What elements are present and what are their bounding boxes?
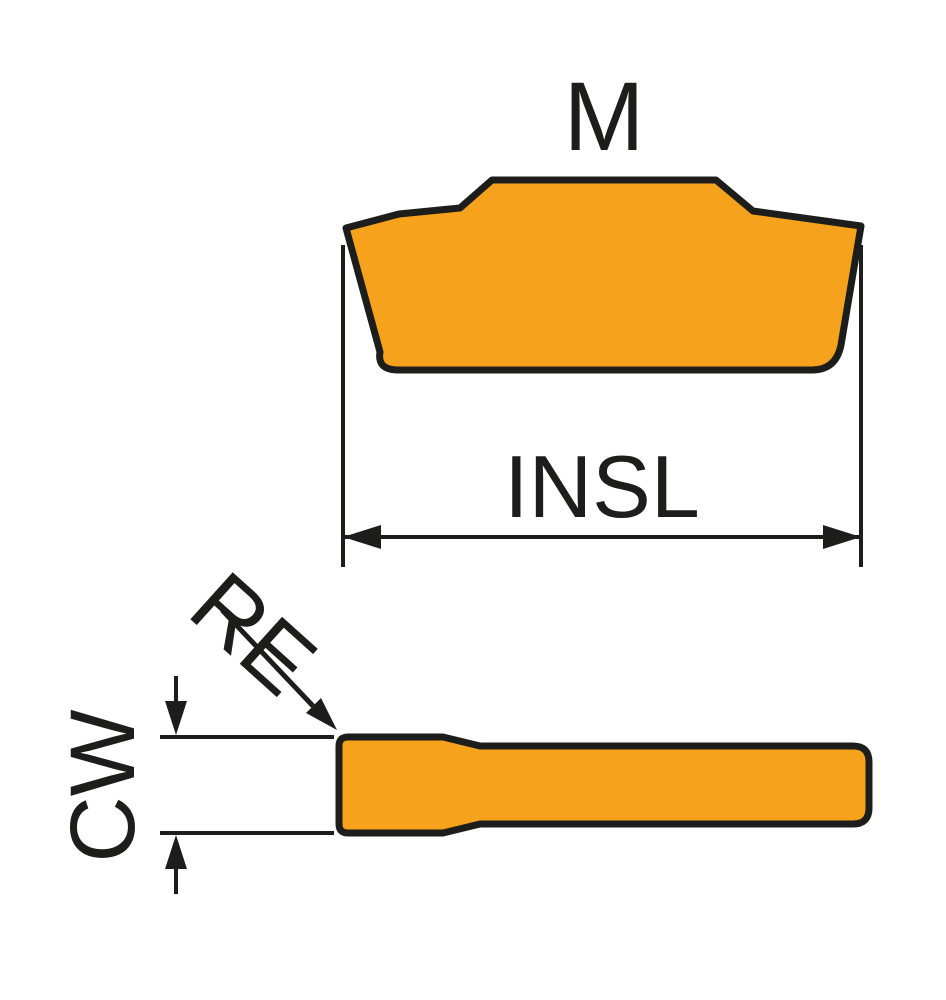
insert-top-view-shape (335, 733, 873, 837)
cw-arrowhead-bottom (165, 835, 187, 869)
view-label-m: M (564, 62, 645, 171)
insl-label: INSL (504, 437, 700, 536)
diagram-root: M INSL RE CW (52, 62, 873, 894)
cw-label: CW (52, 709, 154, 862)
insert-side-view-shape (342, 176, 865, 374)
insl-arrowhead-right (823, 525, 861, 549)
cw-arrowhead-top (165, 701, 187, 735)
re-label: RE (171, 553, 334, 714)
re-leader-line (220, 608, 315, 708)
insl-arrowhead-left (343, 525, 381, 549)
re-arrowhead (306, 698, 337, 730)
